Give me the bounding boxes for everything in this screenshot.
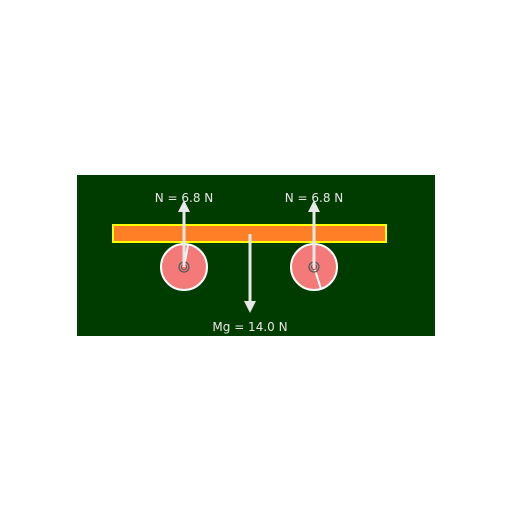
normal-force-label-left: N = 6.8 N <box>155 191 214 205</box>
weight-force-label: Mg = 14.0 N <box>212 320 287 334</box>
wheel-spoke <box>313 266 322 290</box>
normal-force-label-right: N = 6.8 N <box>285 191 344 205</box>
simulation-panel <box>77 175 435 336</box>
